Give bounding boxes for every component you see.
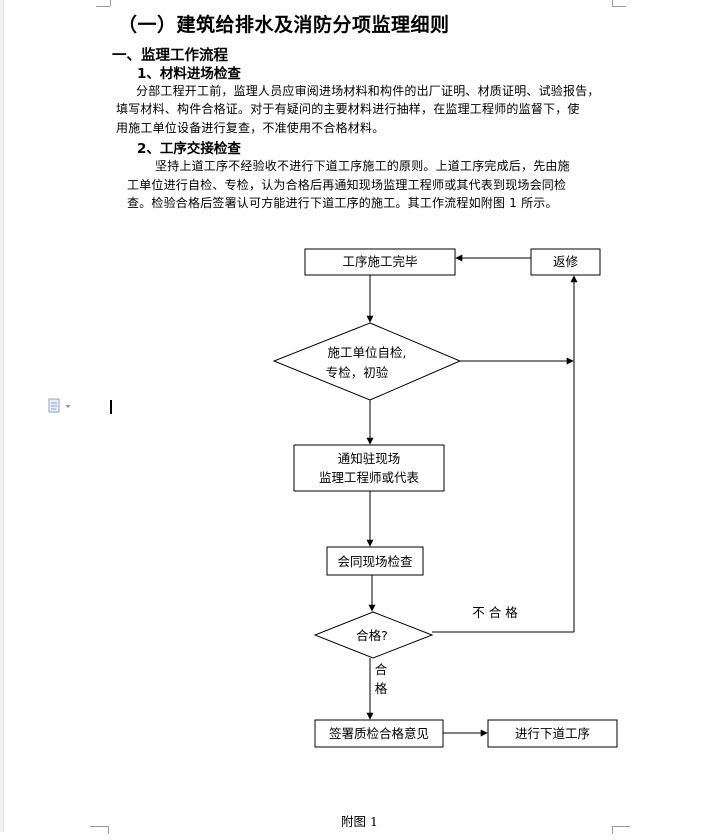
figure-caption: 附图 1 <box>341 814 378 829</box>
margin-mark-bottom-left <box>90 820 110 840</box>
flow-node-rework <box>530 248 601 276</box>
paragraph-line: 坚持上道工序不经验收不进行下道工序施工的原则。上道工序完成后，先由施 <box>155 159 570 173</box>
margin-mark-top-left <box>92 0 112 20</box>
flow-label-pass-2: 格 <box>375 681 388 696</box>
flow-node-joint <box>326 546 424 576</box>
flow-node-notify-label-2: 监理工程师或代表 <box>319 470 420 485</box>
flow-node-notify <box>293 444 445 492</box>
flow-node-done-label: 工序施工完毕 <box>342 254 417 269</box>
text-cursor <box>110 400 112 414</box>
flow-node-selfcheck-label-2: 专检，初验 <box>326 365 389 380</box>
flow-node-notify-label-1: 通知驻现场 <box>338 451 401 466</box>
flow-node-joint-label: 会同现场检查 <box>337 554 413 569</box>
flow-node-next <box>487 719 618 748</box>
section-heading: 一、监理工作流程 <box>112 48 228 64</box>
flow-node-selfcheck <box>272 322 462 401</box>
flow-node-qualified-label: 合格? <box>356 628 388 643</box>
subsection-heading-handover: 2、工序交接检查 <box>137 141 241 157</box>
flow-node-sign-label: 签署质检合格意见 <box>329 726 429 741</box>
document-title: （一）建筑给排水及消防分项监理细则 <box>118 14 450 36</box>
flow-node-sign <box>314 719 444 748</box>
paragraph-line: 工单位进行自检、专检，认为合格后再通知现场监理工程师或其代表到现场会同检 <box>127 178 567 192</box>
flow-node-rework-label: 返修 <box>553 254 579 269</box>
flow-node-selfcheck-label-1: 施工单位自检, <box>328 345 407 360</box>
margin-mark-top-right <box>612 0 632 20</box>
margin-mark-bottom-right <box>612 820 632 840</box>
paragraph-line: 分部工程开工前，监理人员应审阅进场材料和构件的出厂证明、材质证明、试验报告， <box>136 84 600 98</box>
flow-node-qualified <box>313 611 434 659</box>
flow-label-pass-1: 合 <box>375 662 388 677</box>
document-options-icon[interactable] <box>47 398 77 414</box>
flow-label-fail: 不 合 格 <box>472 605 518 620</box>
paragraph-line: 用施工单位设备进行复查，不准使用不合格材料。 <box>116 121 385 135</box>
flow-node-done <box>304 248 456 276</box>
flow-node-next-label: 进行下道工序 <box>515 726 590 741</box>
paragraph-line: 查。检验合格后签署认可方能进行下道工序的施工。其工作流程如附图 1 所示。 <box>127 196 558 210</box>
paragraph-line: 填写材料、构件合格证。对于有疑问的主要材料进行抽样，在监理工程师的监督下，使 <box>116 102 580 116</box>
page-left-edge <box>0 0 4 832</box>
subsection-heading-materials: 1、材料进场检查 <box>137 66 241 82</box>
